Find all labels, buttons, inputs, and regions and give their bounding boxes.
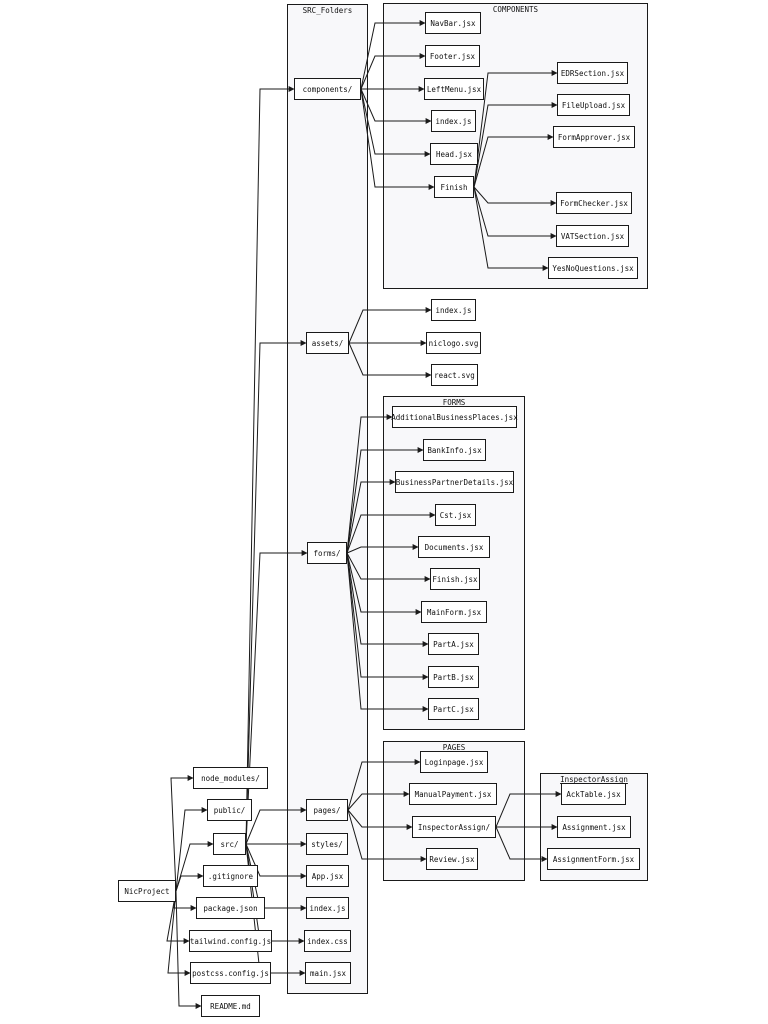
connector-nicproject-to-src [175,841,214,892]
connector-components-dir-to-finish-dir [360,88,435,190]
connector-finish-dir-to-formapprover [473,134,554,188]
node-nicproject[interactable]: NicProject [118,880,176,902]
connector-assets-dir-to-react-svg [348,342,432,378]
node-businesspartnerdetails[interactable]: BusinessPartnerDetails.jsx [395,471,514,493]
connector-pages-dir-to-loginpage [347,759,421,811]
node-finish-form[interactable]: Finish.jsx [430,568,480,590]
node-review[interactable]: Review.jsx [426,848,478,870]
connector-pages-dir-to-manualpayment [347,791,410,811]
node-navbar[interactable]: NavBar.jsx [425,12,481,34]
connector-pages-dir-to-review [347,809,427,862]
group-title-inspector-assign: InspectorAssign [560,775,628,784]
node-public[interactable]: public/ [207,799,252,821]
node-leftmenu[interactable]: LeftMenu.jsx [424,78,484,100]
connector-inspectorassign-dir-to-acktable [495,791,562,828]
node-fileupload[interactable]: FileUpload.jsx [557,94,630,116]
connector-nicproject-to-tailwind-config [166,890,190,944]
connector-src-to-pages-dir [245,807,307,845]
node-finish-dir[interactable]: Finish [434,176,474,198]
connector-nicproject-to-readme [175,890,202,1009]
connector-components-dir-to-navbar [360,20,426,90]
node-assets-index[interactable]: index.js [431,299,476,321]
connector-inspectorassign-dir-to-assignmentform [495,826,548,862]
node-assignment[interactable]: Assignment.jsx [557,816,631,838]
node-additionalbusinessplaces[interactable]: AdditionalBusinessPlaces.jsx [391,406,518,428]
node-formchecker[interactable]: FormChecker.jsx [556,192,632,214]
connector-forms-dir-to-cst [346,512,436,554]
connector-forms-dir-to-businesspartnerdetails [346,479,396,554]
node-index-css[interactable]: index.css [304,930,351,952]
connector-finish-dir-to-edrsection [473,70,558,188]
connector-forms-dir-to-parta [346,552,429,647]
node-inspectorassign-dir[interactable]: InspectorAssign/ [412,816,496,838]
group-title-forms: FORMS [442,398,466,407]
node-app-jsx[interactable]: App.jsx [306,865,349,887]
connector-forms-dir-to-finish-form [346,552,431,582]
node-react-svg[interactable]: react.svg [431,364,478,386]
group-title-components: COMPONENTS [492,5,539,14]
connector-components-dir-to-components-index [360,88,432,124]
connector-forms-dir-to-additionalbusinessplaces [346,414,393,554]
node-niclogo[interactable]: niclogo.svg [426,332,481,354]
node-styles-dir[interactable]: styles/ [306,833,348,855]
connector-nicproject-to-public [175,807,208,892]
group-title-src-folders: SRC_Folders [302,6,353,15]
node-pages-dir[interactable]: pages/ [306,799,348,821]
node-bankinfo[interactable]: BankInfo.jsx [423,439,486,461]
node-cst[interactable]: Cst.jsx [435,504,476,526]
node-partb[interactable]: PartB.jsx [428,666,479,688]
node-partc[interactable]: PartC.jsx [428,698,479,720]
node-footer[interactable]: Footer.jsx [425,45,480,67]
node-documents[interactable]: Documents.jsx [418,536,490,558]
connector-pages-dir-to-inspectorassign-dir [347,809,413,830]
connector-src-to-app-jsx [245,843,307,879]
connector-finish-dir-to-vatsection [473,186,557,239]
node-yesnoquestions[interactable]: YesNoQuestions.jsx [548,257,638,279]
connector-finish-dir-to-fileupload [473,102,558,188]
node-readme[interactable]: README.md [201,995,260,1017]
node-edrsection[interactable]: EDRSection.jsx [557,62,628,84]
node-components-dir[interactable]: components/ [294,78,361,100]
connector-nicproject-to-package-json [173,890,197,911]
node-node-modules[interactable]: node_modules/ [193,767,268,789]
node-postcss-config[interactable]: postcss.config.js [190,962,271,984]
connector-assets-dir-to-assets-index [348,307,432,344]
connector-forms-dir-to-partc [346,552,429,712]
node-main-jsx[interactable]: main.jsx [305,962,351,984]
connector-components-dir-to-footer [360,53,426,90]
node-loginpage[interactable]: Loginpage.jsx [420,751,488,773]
node-src[interactable]: src/ [213,833,246,855]
connector-src-to-forms-dir [245,550,308,845]
node-components-index[interactable]: index.js [431,110,476,132]
connector-forms-dir-to-mainform [346,552,422,615]
node-acktable[interactable]: AckTable.jsx [561,783,626,805]
connector-src-to-assets-dir [245,340,307,845]
connector-forms-dir-to-documents [346,544,419,554]
node-gitignore[interactable]: .gitignore [203,865,258,887]
connector-finish-dir-to-yesnoquestions [473,186,549,271]
connector-src-to-components-dir [245,86,295,845]
group-title-pages: PAGES [442,743,466,752]
node-formapprover[interactable]: FormApprover.jsx [553,126,635,148]
node-parta[interactable]: PartA.jsx [428,633,479,655]
connector-components-dir-to-head [360,88,431,157]
connector-forms-dir-to-partb [346,552,429,680]
node-assignmentform[interactable]: AssignmentForm.jsx [547,848,640,870]
node-head[interactable]: Head.jsx [430,143,478,165]
node-vatsection[interactable]: VATSection.jsx [556,225,629,247]
node-mainform[interactable]: MainForm.jsx [421,601,487,623]
node-forms-dir[interactable]: forms/ [307,542,347,564]
node-tailwind-config[interactable]: tailwind.config.js [189,930,272,952]
connector-forms-dir-to-bankinfo [346,447,424,554]
connector-finish-dir-to-formchecker [473,186,557,206]
node-assets-dir[interactable]: assets/ [306,332,349,354]
node-src-index-js[interactable]: index.js [306,897,349,919]
node-manualpayment[interactable]: ManualPayment.jsx [409,783,497,805]
connector-nicproject-to-node-modules [170,775,194,892]
node-package-json[interactable]: package.json [196,897,265,919]
connector-nicproject-to-gitignore [175,873,204,892]
connector-nicproject-to-postcss-config [167,890,191,976]
